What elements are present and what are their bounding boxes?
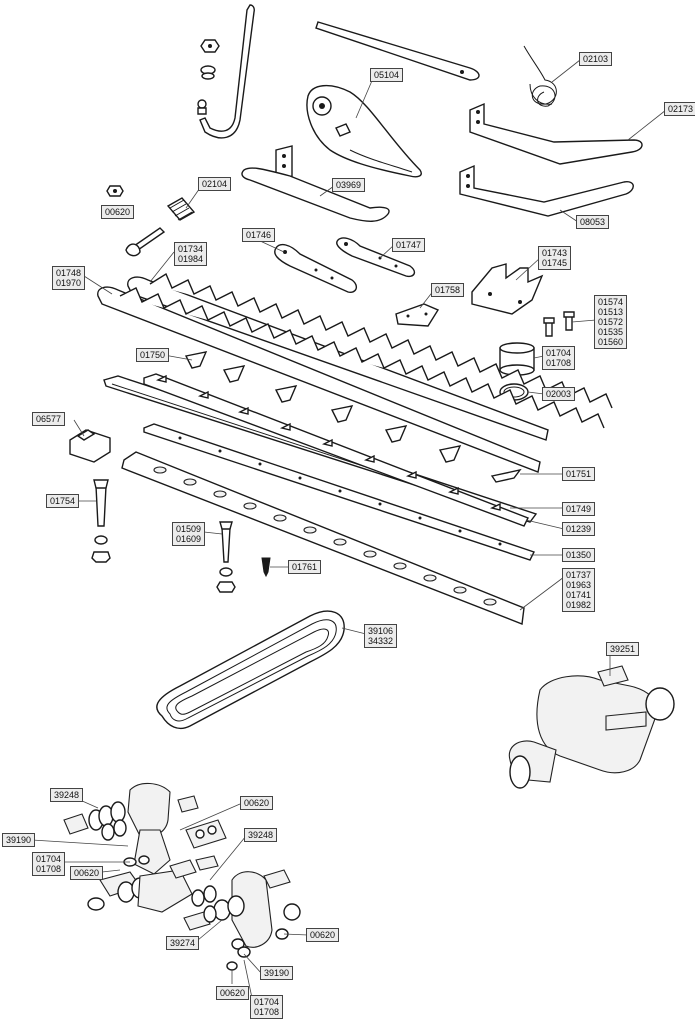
label-39251: 39251	[606, 642, 640, 656]
bushing-01704	[499, 342, 535, 376]
label-01350: 01350	[562, 548, 596, 562]
label-06577: 06577	[32, 412, 66, 426]
gearbox-39251	[508, 665, 675, 789]
link-01746	[274, 243, 358, 294]
skid-03969	[241, 145, 390, 222]
spring-02104	[166, 197, 196, 221]
label-00620-e: 00620	[216, 986, 250, 1000]
label-39248-right: 39248	[244, 828, 278, 842]
label-39190-right: 39190	[260, 966, 294, 980]
bearing-assembly-center	[87, 855, 219, 913]
label-03969: 03969	[332, 178, 366, 192]
label-01746: 01746	[242, 228, 276, 242]
bar-01239	[143, 373, 529, 527]
knife-section-bar-01748	[97, 286, 605, 473]
bearing-assembly-left	[63, 782, 227, 875]
label-39248-left: 39248	[50, 788, 84, 802]
coil-spring-02103	[523, 45, 557, 107]
bolt-01509	[216, 521, 236, 593]
bar-01350	[143, 423, 535, 561]
label-02173: 02173	[664, 102, 695, 116]
label-01754: 01754	[46, 494, 80, 508]
label-02003: 02003	[542, 387, 576, 401]
label-01749: 01749	[562, 502, 596, 516]
label-00620-c: 00620	[70, 866, 104, 880]
label-00620-b: 00620	[240, 796, 274, 810]
clips-01750	[184, 351, 462, 463]
bolt-01754	[91, 479, 111, 563]
label-39274: 39274	[166, 936, 200, 950]
bracket-08053	[459, 164, 634, 217]
bolts-01574	[543, 311, 575, 337]
shoe-05104	[306, 85, 422, 178]
label-05104: 05104	[370, 68, 404, 82]
label-01239: 01239	[562, 522, 596, 536]
nut-washer-top	[200, 39, 220, 80]
hook-rod	[197, 4, 255, 139]
label-02104: 02104	[198, 177, 232, 191]
leader-lines	[31, 59, 667, 999]
label-01761: 01761	[288, 560, 322, 574]
label-01747: 01747	[392, 238, 426, 252]
bracket-02173	[469, 102, 643, 165]
label-01751: 01751	[562, 467, 596, 481]
bar-01737	[121, 451, 525, 625]
bearing-assembly-right	[183, 869, 301, 971]
long-rod	[315, 21, 480, 81]
label-01758: 01758	[431, 283, 465, 297]
label-01750: 01750	[136, 348, 170, 362]
plate-01758	[395, 303, 440, 327]
screw-01761	[261, 557, 271, 578]
knife-section-bar-01734	[127, 272, 613, 441]
nut-00620	[106, 185, 124, 197]
label-00620-d: 00620	[306, 928, 340, 942]
plate-06577	[69, 429, 111, 463]
label-39190-left: 39190	[2, 833, 36, 847]
bolt-02104	[125, 227, 166, 257]
clip-01751	[490, 468, 522, 483]
label-02103: 02103	[579, 52, 613, 66]
drive-belt-39106	[156, 610, 345, 730]
label-00620-top: 00620	[101, 205, 135, 219]
plate-01743	[471, 263, 544, 315]
label-08053: 08053	[576, 215, 610, 229]
link-01747	[336, 237, 416, 278]
